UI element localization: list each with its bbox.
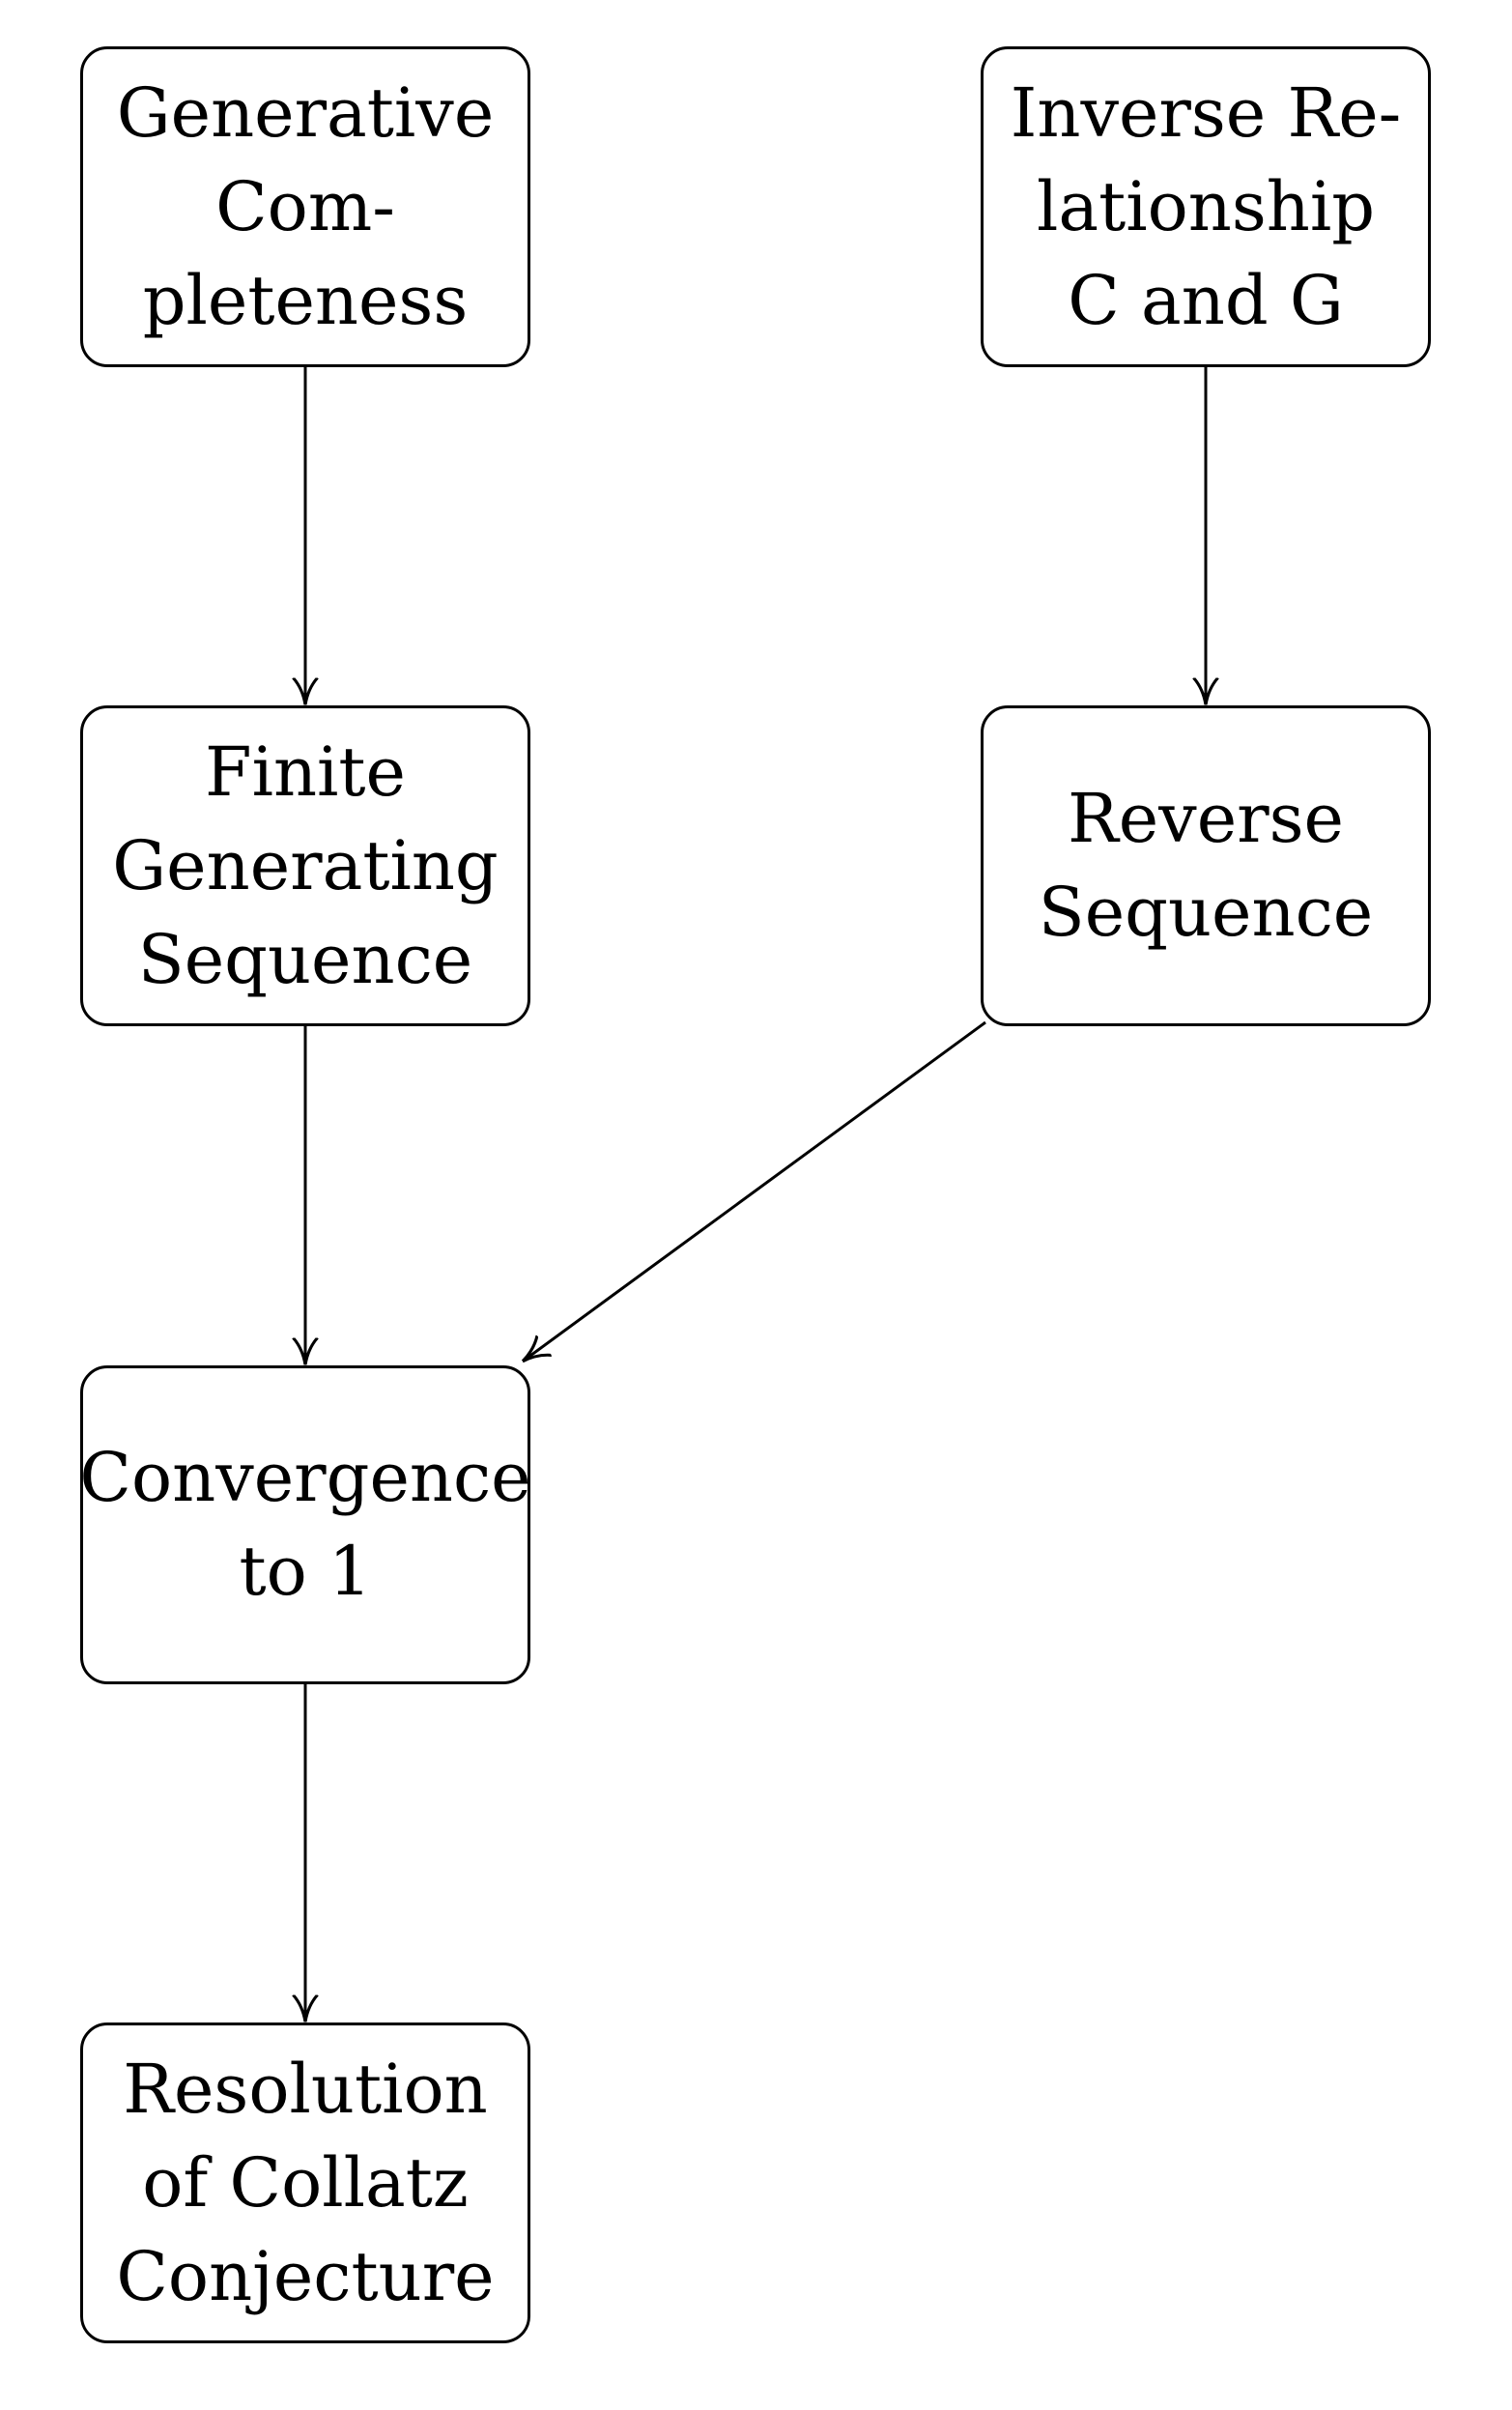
node-reverse-sequence: Reverse Sequence: [981, 705, 1431, 1026]
node-label-line: pleteness: [142, 260, 469, 340]
node-label-line: Finite: [205, 732, 406, 812]
node-label-line: Convergence: [79, 1438, 531, 1517]
node-label-line: Reverse: [1068, 779, 1344, 858]
node-generative-completeness: Generative Com- pleteness: [80, 46, 530, 367]
node-label-line: C and G: [1068, 260, 1344, 340]
node-convergence: Convergence to 1: [79, 1365, 531, 1684]
node-label-line: Generative: [116, 72, 495, 153]
node-label-line: Sequence: [137, 919, 473, 999]
edge-reverse-to-convergence: [524, 1020, 986, 1361]
node-label-line: Inverse Re-: [1010, 72, 1402, 153]
node-label-line: of Collatz: [142, 2142, 469, 2223]
node-inverse-relationship: Inverse Re- lationship C and G: [981, 46, 1431, 367]
node-resolution: Resolution of Collatz Conjecture: [80, 2023, 530, 2343]
node-label-line: lationship: [1036, 166, 1376, 246]
node-label-line: Generating: [112, 825, 499, 905]
node-label-line: Conjecture: [116, 2236, 495, 2316]
node-label-line: Com-: [215, 166, 395, 246]
node-finite-generating-sequence: Finite Generating Sequence: [80, 705, 530, 1026]
node-label-line: Resolution: [123, 2049, 488, 2129]
node-label-line: Sequence: [1038, 873, 1374, 952]
node-label-line: to 1: [239, 1532, 372, 1611]
